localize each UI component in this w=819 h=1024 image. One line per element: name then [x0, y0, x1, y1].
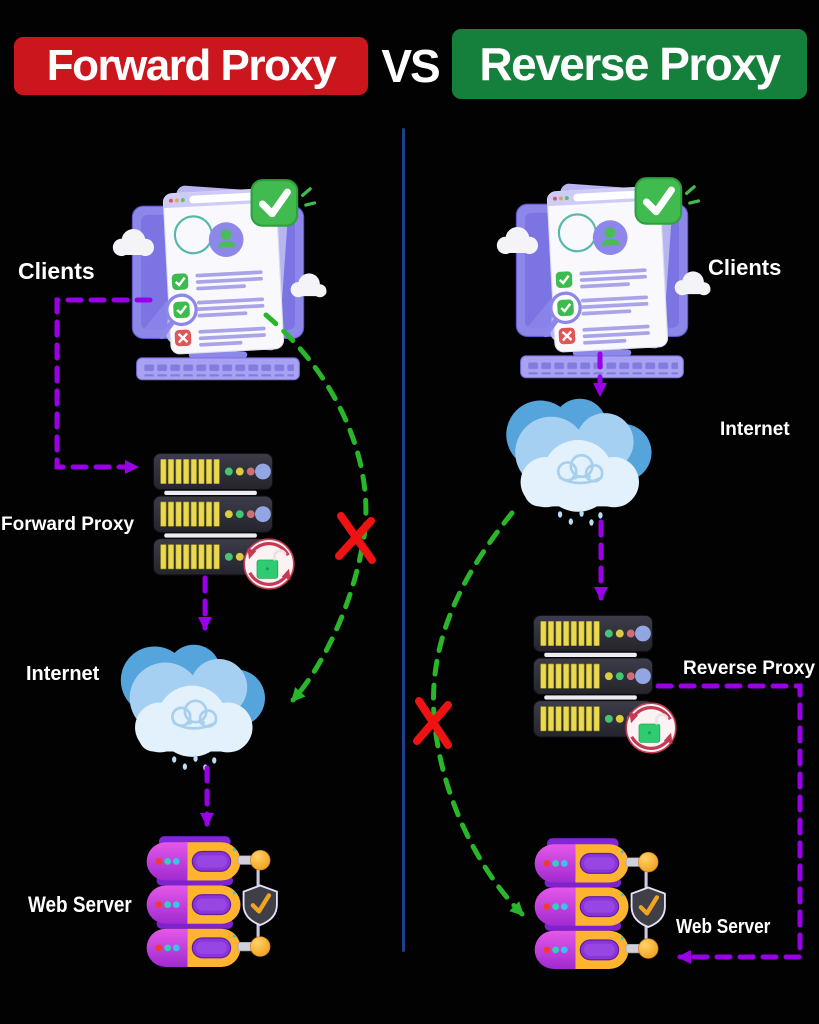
- clients-computer-icon: [104, 178, 332, 384]
- right-clients-label: Clients: [708, 255, 782, 280]
- web-server-icon: [526, 838, 668, 974]
- blocked-x-icon: [335, 517, 375, 560]
- forward-proxy-title: Forward Proxy: [46, 41, 337, 90]
- lock-sync-badge-icon: [623, 700, 679, 756]
- web-server-icon: [138, 836, 280, 972]
- left-clients-label: Clients: [18, 258, 95, 284]
- blocked-direct-path-internet-webserver: [431, 510, 525, 917]
- forward-proxy-label: Forward Proxy: [1, 514, 135, 535]
- blocked-x-icon: [413, 701, 452, 745]
- lock-sync-badge-icon: [241, 536, 297, 592]
- internet-cloud-icon: [488, 388, 668, 527]
- blocked-x-icon: [415, 697, 452, 749]
- reverse-proxy-title-banner: Reverse Proxy: [452, 29, 807, 99]
- right-internet-label: Internet: [720, 419, 790, 440]
- forward-proxy-title-banner: Forward Proxy: [14, 37, 368, 95]
- reverse-proxy-label: Reverse Proxy: [683, 658, 816, 679]
- vs-label: VS: [381, 40, 440, 92]
- reverse-proxy-title: Reverse Proxy: [479, 38, 781, 90]
- column-divider-line: [402, 128, 405, 952]
- clients-computer-icon: [488, 176, 716, 382]
- left-web-server-label: Web Server: [28, 892, 132, 917]
- right-web-server-label: Web Server: [676, 916, 771, 938]
- blocked-x-icon: [337, 512, 376, 564]
- left-internet-label: Internet: [26, 663, 100, 685]
- internet-cloud-icon: [103, 634, 281, 772]
